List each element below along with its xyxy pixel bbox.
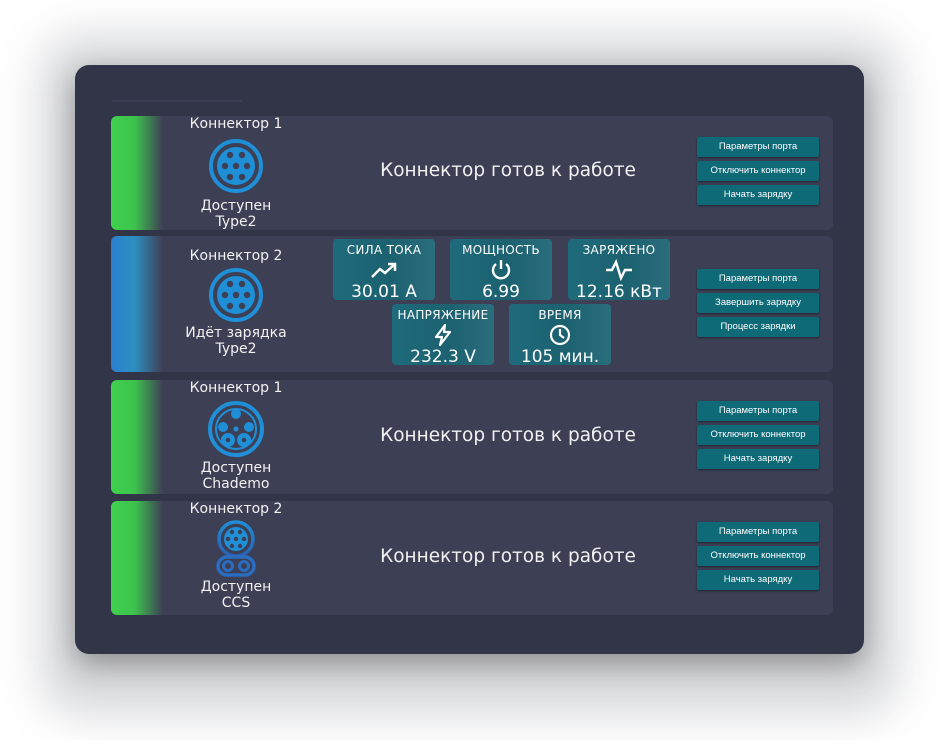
connector-type: Chademo	[202, 476, 270, 492]
connector-type: Type2	[215, 341, 257, 357]
port-settings-button[interactable]: Параметры порта	[697, 269, 819, 289]
ready-message: Коннектор готов к работе	[380, 546, 636, 567]
port-settings-button[interactable]: Параметры порта	[697, 522, 819, 542]
connector-info: Коннектор 1 Доступен Chademo	[181, 380, 291, 492]
connector-name: Коннектор 2	[189, 501, 283, 517]
metric-value: 6.99	[482, 282, 520, 302]
status-indicator-available	[111, 501, 163, 615]
metric-label: ВРЕМЯ	[538, 308, 582, 322]
row-actions: Параметры порта Отключить коннектор Нача…	[697, 522, 819, 594]
header-divider	[112, 100, 242, 102]
metric-voltage: НАПРЯЖЕНИЕ 232.3 V	[392, 304, 494, 367]
port-settings-button[interactable]: Параметры порта	[697, 401, 819, 421]
connector-info: Коннектор 1 Доступен Type2	[181, 116, 291, 230]
metric-current: СИЛА ТОКА 30.01 А	[333, 239, 435, 302]
connector-name: Коннектор 2	[189, 248, 283, 264]
type2-plug-icon	[208, 267, 264, 323]
charging-process-button[interactable]: Процесс зарядки	[697, 317, 819, 337]
chademo-plug-icon	[206, 400, 266, 458]
port-settings-button[interactable]: Параметры порта	[697, 137, 819, 157]
disconnect-button[interactable]: Отключить коннектор	[697, 546, 819, 566]
metric-label: ЗАРЯЖЕНО	[582, 243, 656, 257]
lightning-icon	[392, 323, 494, 347]
connector-name: Коннектор 1	[189, 380, 283, 396]
metric-value: 30.01 А	[351, 282, 417, 302]
start-charging-button[interactable]: Начать зарядку	[697, 449, 819, 469]
clock-icon	[509, 324, 611, 346]
metric-label: СИЛА ТОКА	[346, 243, 422, 257]
ccs-plug-icon	[206, 519, 266, 579]
row-actions: Параметры порта Отключить коннектор Нача…	[697, 401, 819, 473]
metric-time: ВРЕМЯ 105 мин.	[509, 304, 611, 367]
ready-message: Коннектор готов к работе	[380, 160, 636, 181]
status-indicator-available	[111, 380, 163, 494]
connector-status: Доступен	[200, 198, 272, 214]
trend-up-icon	[333, 259, 435, 281]
status-indicator-available	[111, 116, 163, 230]
type2-plug-icon	[208, 138, 264, 194]
connector-row-3: Коннектор 1 Доступен Chademo Коннектор г…	[111, 380, 833, 494]
metric-charged: ЗАРЯЖЕНО 12.16 кВт	[568, 239, 670, 302]
connector-status: Доступен	[200, 579, 272, 595]
disconnect-button[interactable]: Отключить коннектор	[697, 161, 819, 181]
connector-type: Type2	[215, 214, 257, 230]
connector-row-4: Коннектор 2 Доступен	[111, 501, 833, 615]
power-icon	[450, 259, 552, 281]
ready-message: Коннектор готов к работе	[380, 425, 636, 446]
start-charging-button[interactable]: Начать зарядку	[697, 185, 819, 205]
metric-power: МОЩНОСТЬ 6.99	[450, 239, 552, 302]
connector-row-2: Коннектор 2 Идёт зарядка Type2 СИЛА ТОКА…	[111, 236, 833, 372]
pulse-icon	[568, 258, 670, 282]
metric-value: 232.3 V	[410, 347, 476, 367]
connector-status: Идёт зарядка	[185, 325, 287, 341]
connector-info: Коннектор 2 Доступен	[181, 501, 291, 611]
metric-value: 105 мин.	[520, 347, 600, 367]
row-actions: Параметры порта Отключить коннектор Нача…	[697, 137, 819, 209]
disconnect-button[interactable]: Отключить коннектор	[697, 425, 819, 445]
metric-label: МОЩНОСТЬ	[462, 243, 540, 257]
row-actions: Параметры порта Завершить зарядку Процес…	[697, 269, 819, 341]
status-indicator-charging	[111, 236, 163, 372]
connector-name: Коннектор 1	[189, 116, 283, 132]
metric-label: НАПРЯЖЕНИЕ	[397, 308, 489, 322]
metric-value: 12.16 кВт	[576, 282, 662, 302]
start-charging-button[interactable]: Начать зарядку	[697, 570, 819, 590]
stop-charging-button[interactable]: Завершить зарядку	[697, 293, 819, 313]
connector-type: CCS	[221, 595, 251, 611]
connector-row-1: Коннектор 1 Доступен Type2 Коннектор гот…	[111, 116, 833, 230]
connector-status: Доступен	[200, 460, 272, 476]
connector-info: Коннектор 2 Идёт зарядка Type2	[181, 248, 291, 357]
